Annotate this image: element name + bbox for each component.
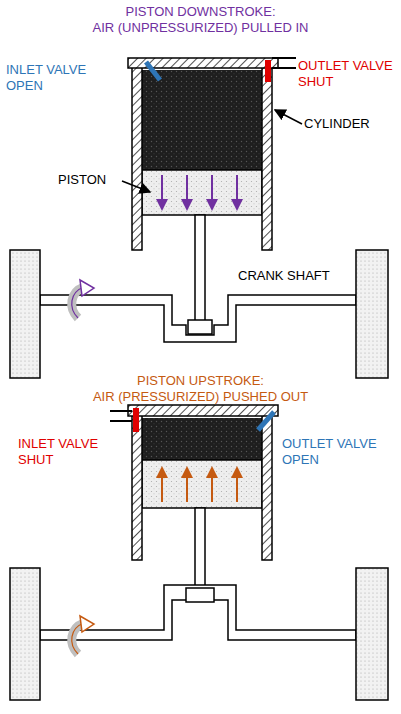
valve-label: OUTLET VALVE SHUT bbox=[298, 58, 398, 90]
part-label: CYLINDER bbox=[304, 116, 396, 132]
valve-label: INLET VALVE SHUT bbox=[18, 436, 128, 468]
crank-bottom bbox=[10, 508, 388, 700]
rotation-arrow-top bbox=[72, 280, 94, 318]
stroke-heading: PISTON UPSTROKE: AIR (PRESSURIZED) PUSHE… bbox=[20, 373, 381, 405]
valve-label: INLET VALVE OPEN bbox=[6, 62, 98, 94]
cylinder-top bbox=[128, 58, 296, 250]
leader-line bbox=[275, 110, 302, 124]
part-label: PISTON bbox=[58, 172, 122, 188]
part-label: CRANK SHAFT bbox=[238, 268, 353, 284]
crank-top bbox=[10, 215, 388, 378]
rotation-arrow-bottom bbox=[72, 616, 94, 654]
cylinder-bottom bbox=[110, 405, 278, 560]
leader-line bbox=[122, 181, 150, 192]
valve-label: OUTLET VALVE OPEN bbox=[282, 436, 382, 468]
stroke-heading: PISTON DOWNSTROKE: AIR (UNPRESSURIZED) P… bbox=[20, 4, 381, 36]
